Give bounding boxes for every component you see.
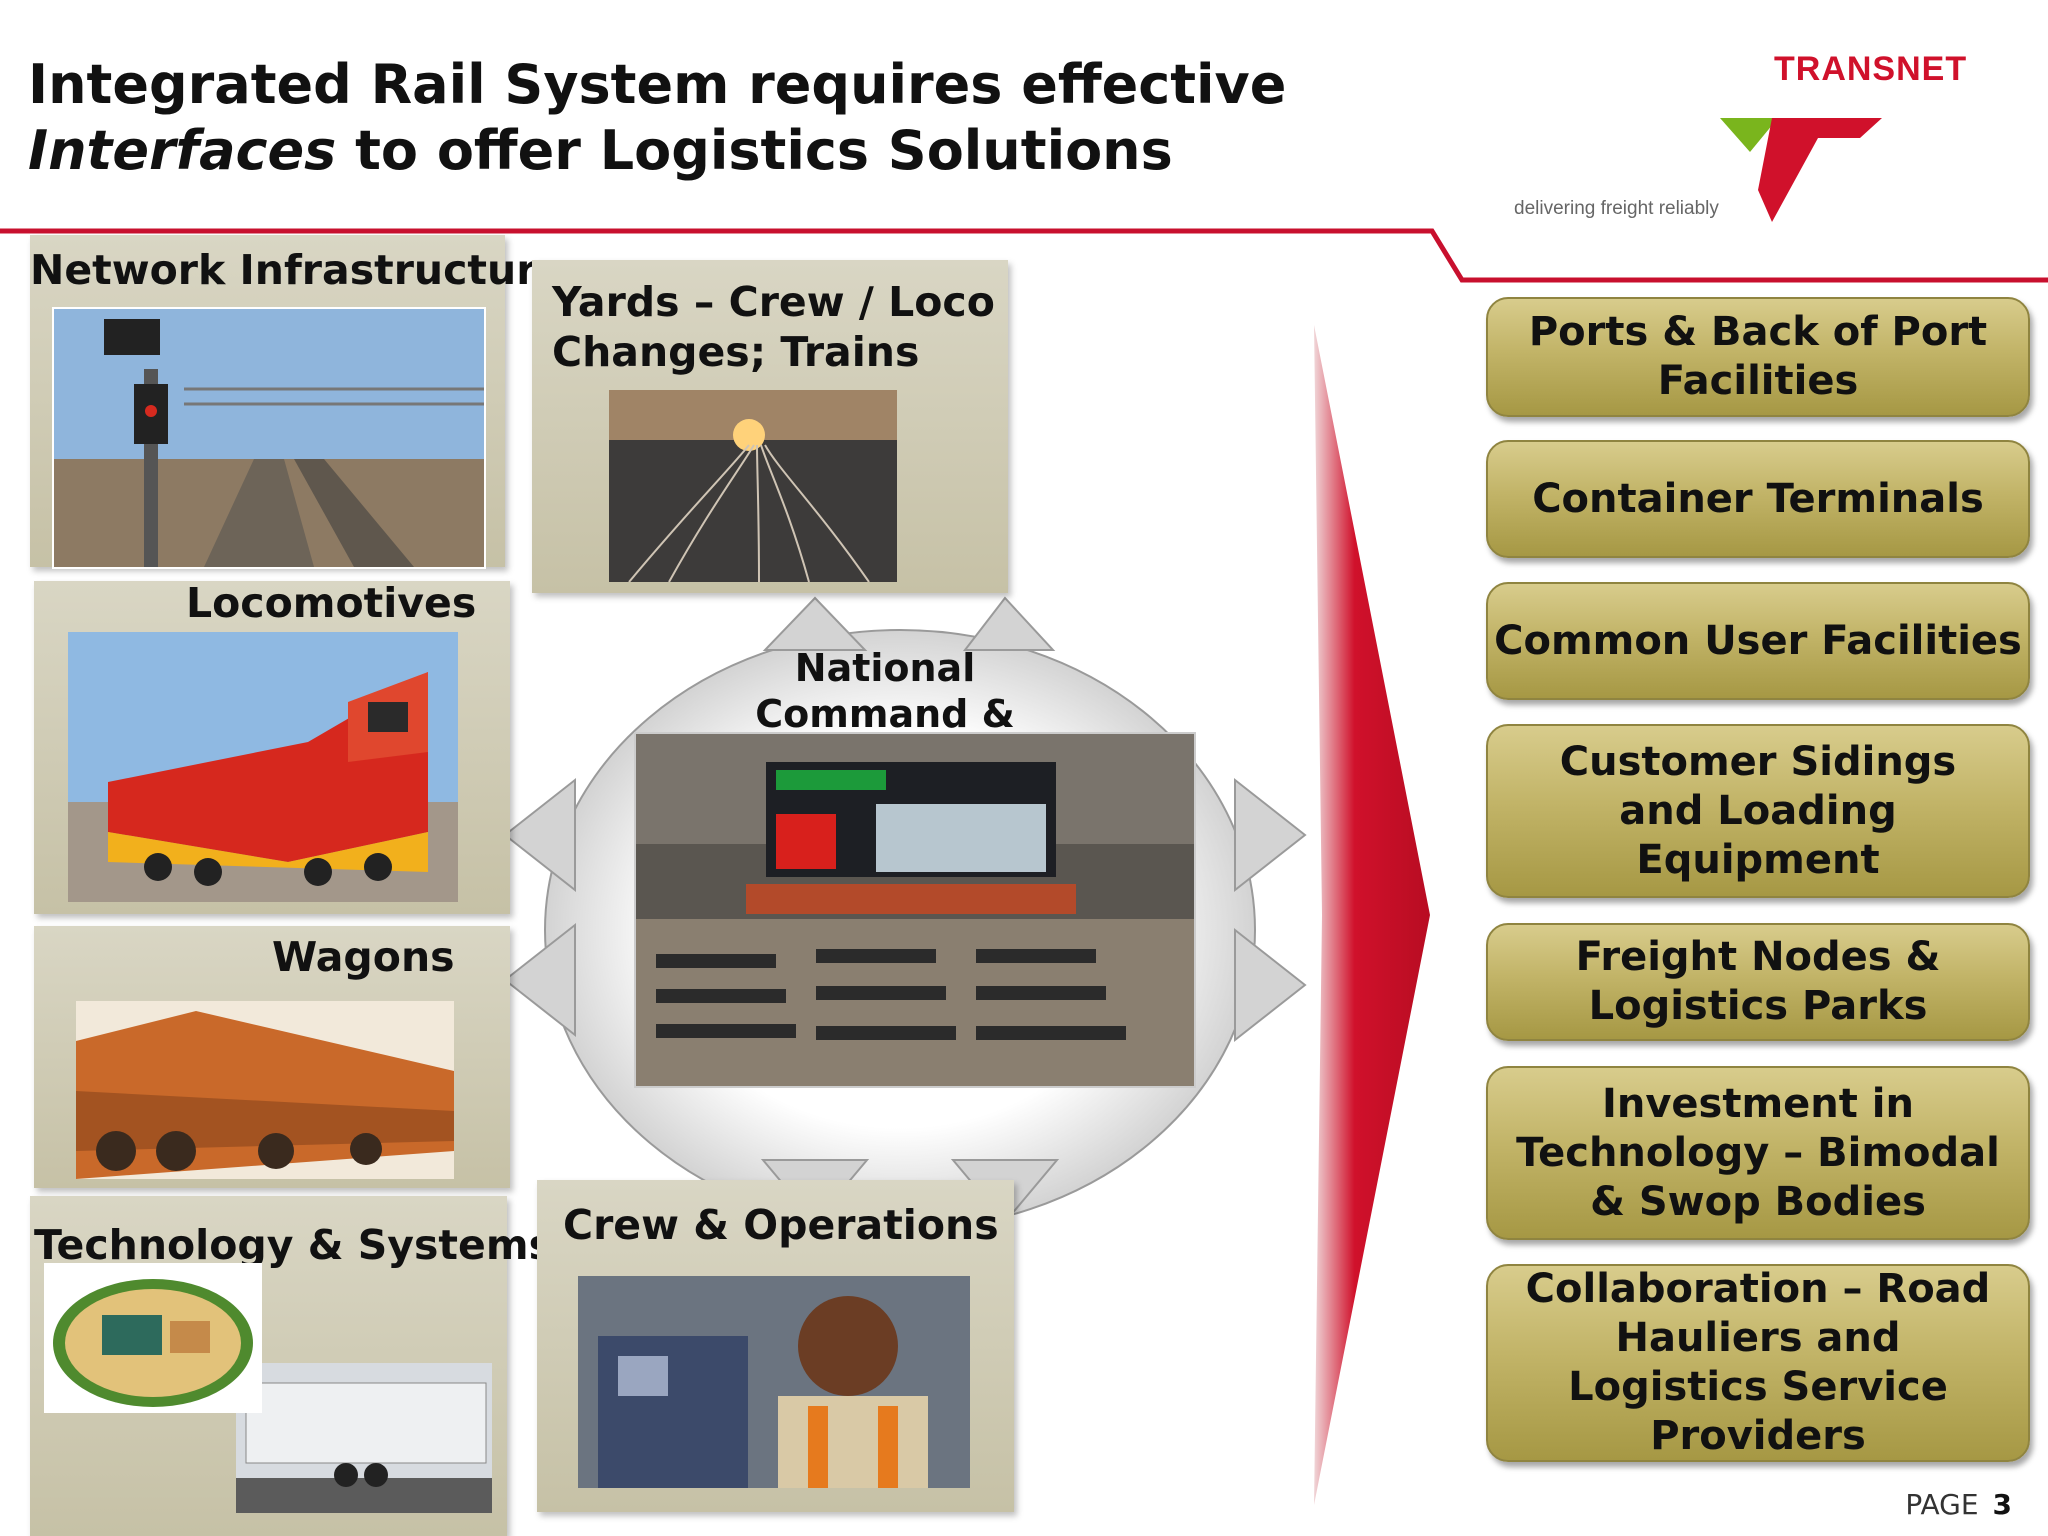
transnet-logo: TRANSNET delivering freight reliably (1510, 40, 2010, 230)
solution-investment-technology[interactable]: Investment in Technology – Bimodal & Swo… (1486, 1066, 2030, 1240)
wagons-title: Wagons (272, 933, 455, 981)
solution-customer-sidings-label: Customer Sidings and Loading Equipment (1559, 738, 1957, 883)
logo-tagline: delivering freight reliably (1514, 198, 1719, 219)
header-divider (0, 228, 2048, 283)
logo-wordmark: TRANSNET (1774, 50, 1968, 88)
technology-train-photo (236, 1363, 492, 1513)
flow-chevron-arrow (1314, 325, 1430, 1505)
technology-ctc-photo (44, 1263, 262, 1413)
logo-mark-icon (1720, 118, 1882, 222)
title-line-2-rest: to offer Logistics Solutions (336, 119, 1173, 182)
solution-common-user-label: Common User Facilities (1494, 617, 2022, 664)
yards-photo (609, 390, 897, 582)
solution-collaboration[interactable]: Collaboration – Road Hauliers and Logist… (1486, 1264, 2030, 1462)
network-infrastructure-title: Network Infrastructure (30, 246, 565, 294)
locomotives-title: Locomotives (186, 579, 477, 627)
solution-freight-nodes[interactable]: Freight Nodes & Logistics Parks (1486, 923, 2030, 1041)
page-label: PAGE (1905, 1488, 1979, 1521)
technology-title: Technology & Systems (34, 1221, 553, 1269)
wagons-photo (76, 1001, 454, 1179)
crew-operations-title: Crew & Operations (563, 1201, 999, 1249)
page-number: PAGE 3 (1905, 1488, 2012, 1521)
slide-title: Integrated Rail System requires effectiv… (28, 52, 1286, 184)
title-italic-word: Interfaces (28, 119, 337, 182)
locomotive-photo (68, 632, 458, 902)
solution-collaboration-label: Collaboration – Road Hauliers and Logist… (1525, 1266, 1991, 1459)
solution-investment-technology-label: Investment in Technology – Bimodal & Swo… (1516, 1080, 2000, 1225)
solution-freight-nodes-label: Freight Nodes & Logistics Parks (1575, 934, 1941, 1029)
solution-container-terminals[interactable]: Container Terminals (1486, 440, 2030, 558)
solution-customer-sidings[interactable]: Customer Sidings and Loading Equipment (1486, 724, 2030, 898)
title-line-2: Interfaces to offer Logistics Solutions (28, 118, 1286, 184)
crew-photo (578, 1276, 970, 1488)
page-number-value: 3 (1992, 1488, 2012, 1521)
solution-ports[interactable]: Ports & Back of Port Facilities (1486, 297, 2030, 417)
control-room-photo (634, 732, 1196, 1088)
title-line-1: Integrated Rail System requires effectiv… (28, 53, 1287, 116)
yards-title: Yards – Crew / Loco Changes; Trains (552, 278, 995, 376)
solution-common-user[interactable]: Common User Facilities (1486, 582, 2030, 700)
solution-container-terminals-label: Container Terminals (1532, 475, 1984, 522)
solution-ports-label: Ports & Back of Port Facilities (1528, 309, 1988, 404)
network-infrastructure-photo (52, 307, 486, 569)
